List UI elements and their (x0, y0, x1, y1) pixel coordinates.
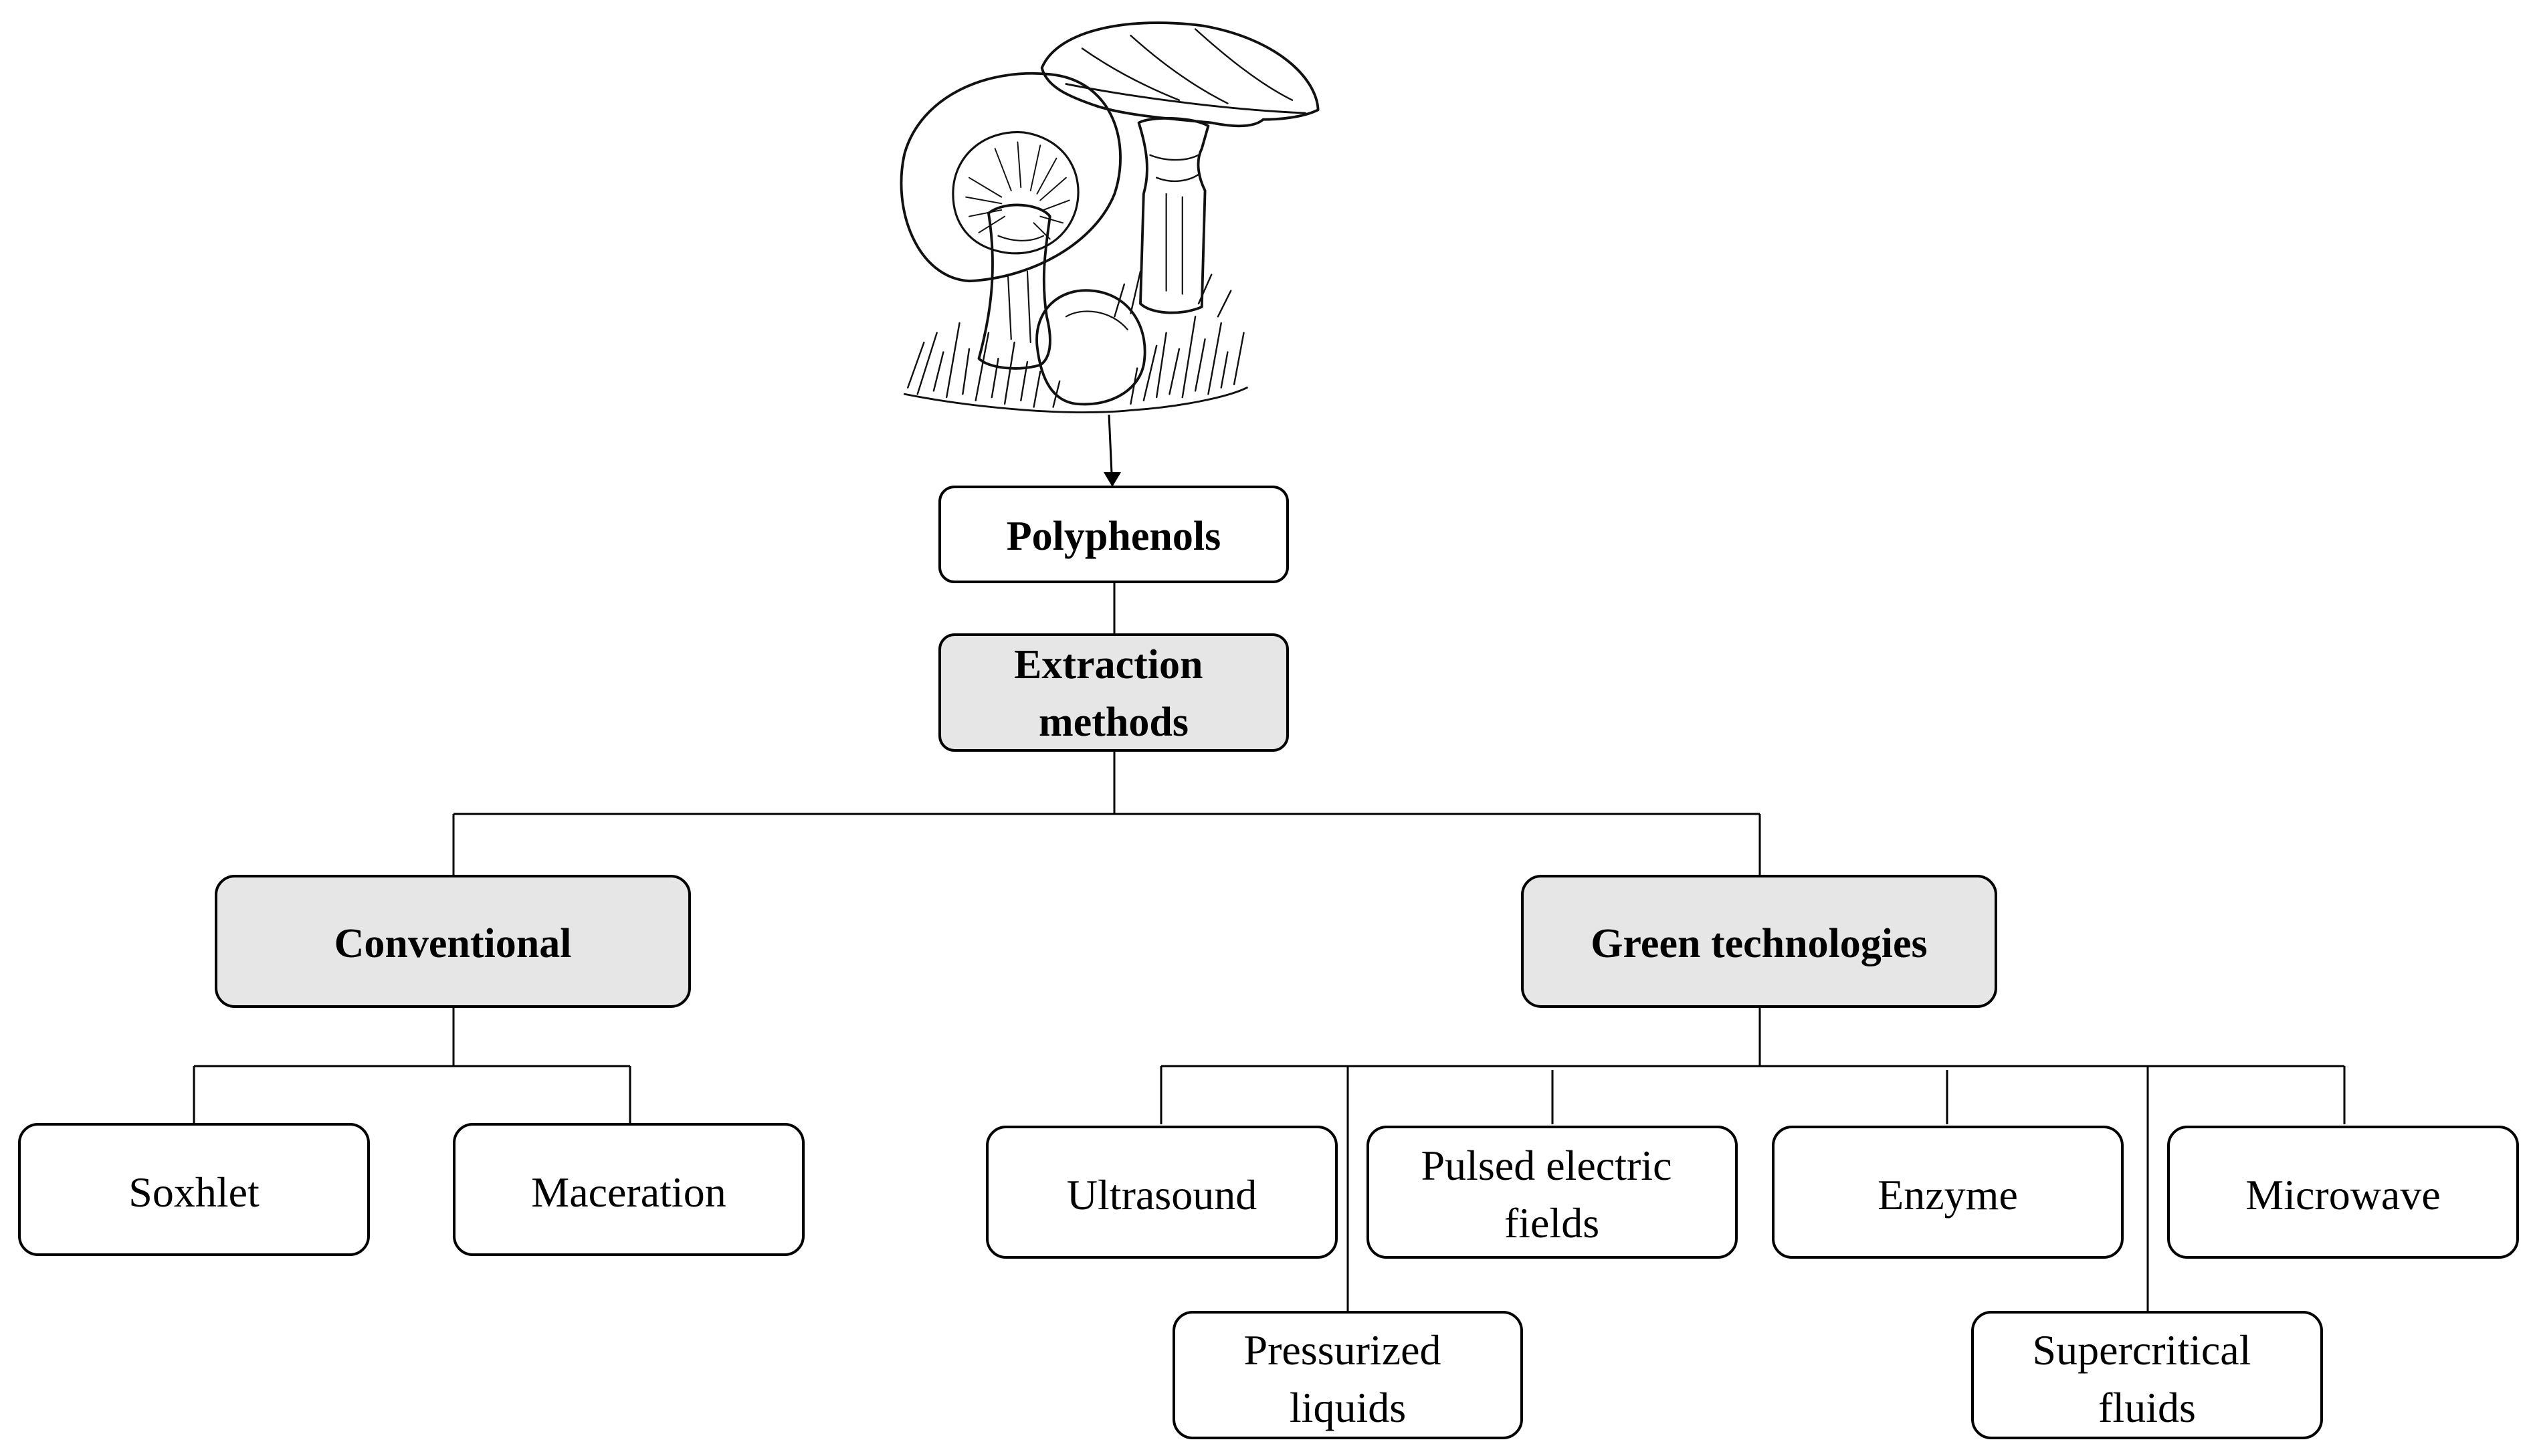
maceration-label: Maceration (531, 1168, 726, 1216)
soxhlet-label: Soxhlet (128, 1168, 260, 1216)
pressurized-liquids-label: Pressurized liquids (1243, 1326, 1451, 1431)
pulsed-electric-fields-line-2: fields (1504, 1199, 1599, 1247)
pressurized-liquids-line-2: liquids (1290, 1384, 1406, 1431)
mushroom-drawing (900, 21, 1320, 413)
conventional-box: Conventional (215, 875, 691, 1008)
tall-mushroom (1040, 21, 1320, 314)
arrow-head (1104, 472, 1121, 487)
green-technologies-label: Green technologies (1591, 921, 1927, 966)
pressurized-liquids-line-1: Pressurized (1243, 1326, 1441, 1374)
gilled-mushroom (900, 72, 1122, 370)
supercritical-fluids-box: Supercritical fluids (1971, 1311, 2323, 1439)
microwave-label: Microwave (2245, 1171, 2440, 1219)
extraction-methods-line-1: Extraction (1014, 642, 1203, 688)
extraction-methods-box: Extraction methods (938, 633, 1289, 752)
supercritical-fluids-label: Supercritical fluids (2033, 1326, 2262, 1431)
pressurized-liquids-box: Pressurized liquids (1173, 1311, 1523, 1439)
supercritical-fluids-line-2: fluids (2098, 1384, 2196, 1431)
pulsed-electric-fields-label: Pulsed electric fields (1421, 1142, 1683, 1247)
supercritical-fluids-line-1: Supercritical (2033, 1326, 2251, 1374)
polyphenols-box: Polyphenols (938, 486, 1289, 583)
enzyme-box: Enzyme (1772, 1126, 2124, 1259)
button-mushroom (1035, 289, 1146, 406)
pulsed-electric-fields-box: Pulsed electric fields (1366, 1126, 1738, 1259)
connectors (193, 414, 2346, 1312)
grass (903, 270, 1248, 413)
ultrasound-box: Ultrasound (986, 1126, 1338, 1259)
extraction-methods-line-2: methods (1039, 700, 1189, 745)
soxhlet-box: Soxhlet (18, 1123, 370, 1256)
ultrasound-label: Ultrasound (1067, 1171, 1257, 1219)
extraction-methods-label: Extraction methods (1014, 642, 1213, 745)
green-technologies-box: Green technologies (1521, 875, 1997, 1008)
conventional-label: Conventional (334, 921, 572, 966)
enzyme-label: Enzyme (1878, 1171, 2018, 1219)
polyphenols-label: Polyphenols (1007, 514, 1221, 559)
pulsed-electric-fields-line-1: Pulsed electric (1421, 1142, 1672, 1189)
maceration-box: Maceration (453, 1123, 805, 1256)
microwave-box: Microwave (2167, 1126, 2519, 1259)
